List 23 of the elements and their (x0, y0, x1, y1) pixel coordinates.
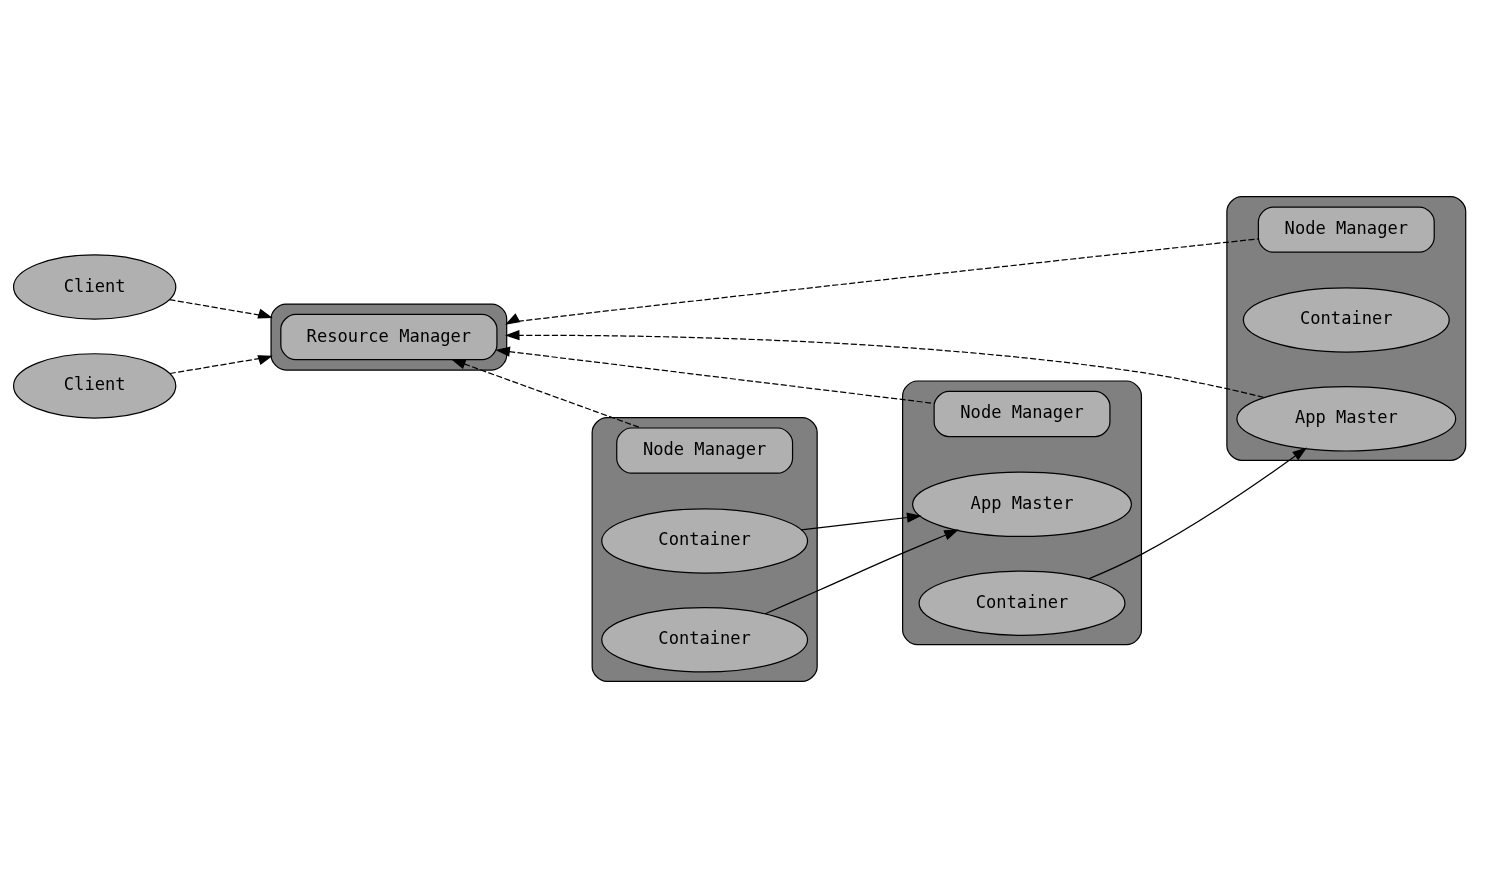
node-ellipse: App Master (1236, 385, 1457, 452)
node-ellipse: App Master (912, 471, 1133, 537)
arrow (1088, 446, 1308, 579)
cluster (902, 379, 1143, 645)
arrow (169, 354, 273, 374)
arrow (504, 329, 1265, 398)
arrow (505, 237, 1259, 325)
arrow (764, 529, 959, 614)
node-box: Node Manager (616, 426, 794, 474)
node-ellipse: Container (601, 507, 809, 574)
arrow (451, 358, 642, 429)
node-box: Node Manager (1257, 205, 1435, 253)
node-ellipse: Client (12, 352, 177, 419)
node-ellipse: Container (918, 569, 1126, 636)
arrow (800, 511, 922, 530)
node-ellipse: Client (12, 253, 177, 320)
node-ellipse: Container (1242, 286, 1450, 353)
node-box: Node Manager (933, 390, 1111, 437)
node-ellipse: Container (601, 606, 809, 673)
cluster (591, 416, 818, 682)
node-box: Resource Manager (280, 313, 498, 360)
arrow (495, 346, 935, 404)
arrow (168, 298, 273, 319)
